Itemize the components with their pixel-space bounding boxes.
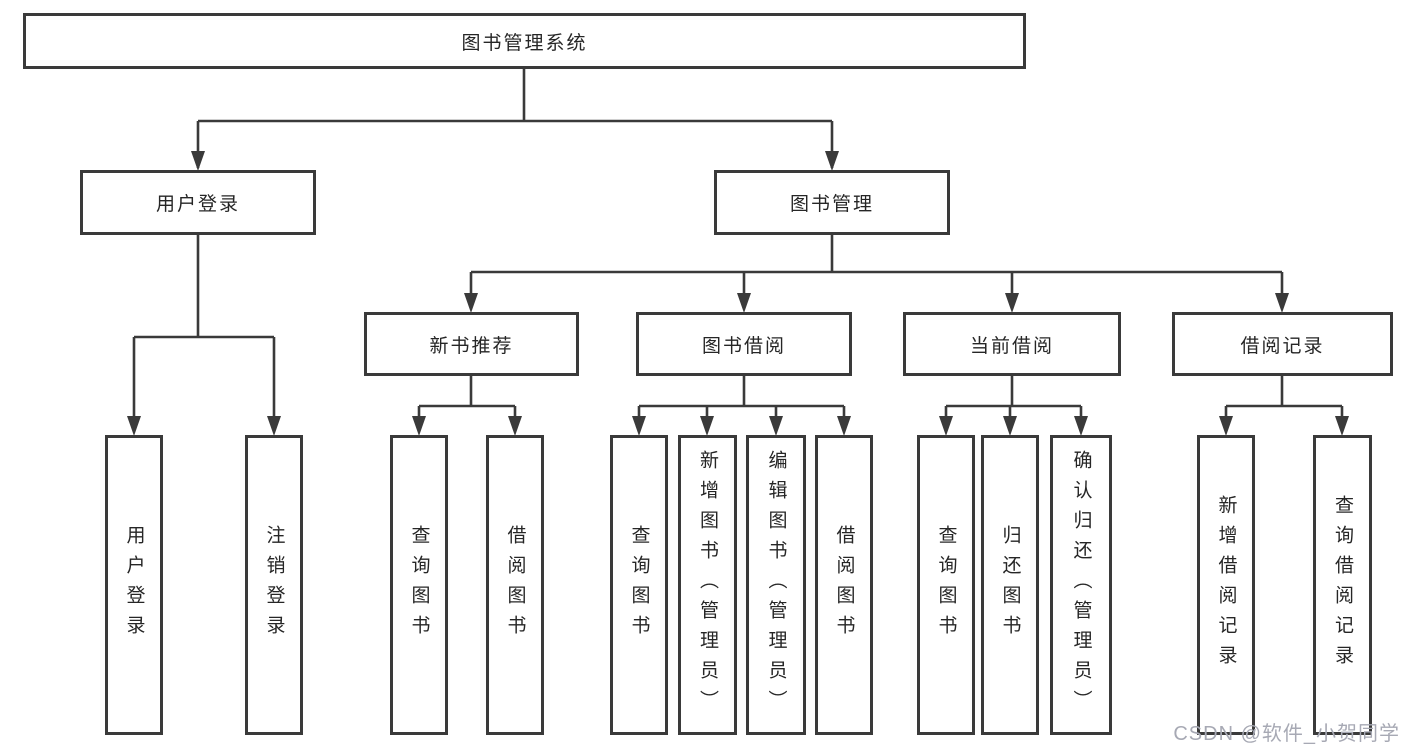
node-label: 图书管理 [789, 194, 874, 215]
leaf-borrow-book: 借阅图书 [815, 435, 873, 735]
leaf-query-book-current: 查询图书 [917, 435, 975, 735]
arrow-down-icon [1335, 416, 1349, 436]
arrow-down-icon [825, 151, 839, 171]
leaf-logout: 注销登录 [245, 435, 303, 735]
leaf-query-book-recommend: 查询图书 [390, 435, 448, 735]
node-library-system: 图书管理系统 [23, 13, 1026, 69]
node-label: 借阅图书 [504, 525, 526, 645]
leaf-add-book-admin: 新增图书（管理员） [678, 435, 737, 735]
node-book-borrow: 图书借阅 [636, 312, 852, 376]
csdn-watermark: CSDN @软件_小贺同学 [1173, 723, 1400, 745]
arrow-down-icon [1219, 416, 1233, 436]
arrow-down-icon [508, 416, 522, 436]
leaf-add-borrow-record: 新增借阅记录 [1197, 435, 1255, 735]
arrow-down-icon [267, 416, 281, 436]
node-label: 当前借阅 [969, 335, 1054, 357]
node-current-borrow: 当前借阅 [903, 312, 1121, 376]
leaf-query-book-borrow: 查询图书 [610, 435, 668, 735]
arrow-down-icon [1003, 416, 1017, 436]
arrow-down-icon [1074, 416, 1088, 436]
node-label: 新增图书（管理员） [697, 450, 718, 720]
node-label: 归还图书 [999, 525, 1021, 645]
arrow-down-icon [769, 416, 783, 436]
node-label: 查询图书 [628, 525, 650, 645]
arrow-down-icon [412, 416, 426, 436]
arrow-down-icon [700, 416, 714, 436]
node-label: 注销登录 [263, 525, 285, 645]
arrow-down-icon [837, 416, 851, 436]
arrow-down-icon [191, 151, 205, 171]
node-label: 新增借阅记录 [1215, 495, 1237, 675]
node-label: 图书借阅 [701, 335, 786, 357]
node-book-management: 图书管理 [714, 170, 950, 235]
node-label: 借阅图书 [833, 525, 855, 645]
leaf-query-borrow-record: 查询借阅记录 [1313, 435, 1372, 735]
node-label: 用户登录 [155, 194, 240, 215]
node-label: 编辑图书（管理员） [765, 450, 787, 720]
arrow-down-icon [1275, 293, 1289, 313]
arrow-down-icon [939, 416, 953, 436]
node-borrow-record: 借阅记录 [1172, 312, 1393, 376]
leaf-user-login: 用户登录 [105, 435, 163, 735]
arrow-down-icon [737, 293, 751, 313]
node-label: 新书推荐 [429, 335, 514, 357]
arrow-down-icon [1005, 293, 1019, 313]
arrow-down-icon [464, 293, 478, 313]
node-label: 借阅记录 [1240, 335, 1325, 357]
leaf-confirm-return-admin: 确认归还（管理员） [1050, 435, 1112, 735]
tree-connector-lines [132, 69, 1344, 432]
arrow-down-icon [632, 416, 646, 436]
node-user-login: 用户登录 [80, 170, 316, 235]
node-new-book-recommend: 新书推荐 [364, 312, 579, 376]
leaf-return-book: 归还图书 [981, 435, 1039, 735]
node-label: 查询图书 [935, 525, 957, 645]
node-label: 查询借阅记录 [1332, 495, 1353, 675]
node-label: 用户登录 [123, 525, 145, 645]
node-label: 查询图书 [408, 525, 430, 645]
node-label: 确认归还（管理员） [1070, 450, 1092, 720]
leaf-edit-book-admin: 编辑图书（管理员） [746, 435, 806, 735]
arrow-down-icon [127, 416, 141, 436]
leaf-borrow-book-recommend: 借阅图书 [486, 435, 544, 735]
node-label: 图书管理系统 [461, 32, 588, 54]
